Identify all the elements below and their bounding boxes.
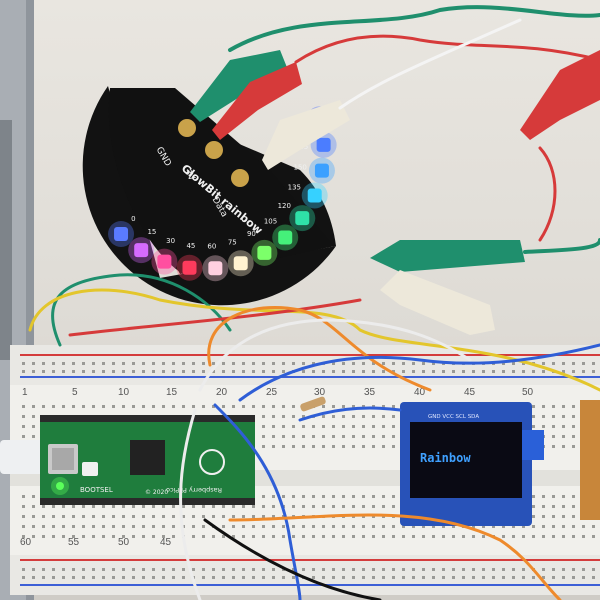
svg-text:55: 55 <box>68 537 80 548</box>
glowbit-leds <box>108 106 337 282</box>
oled-header-pins: GND VCC SCL SDA <box>428 414 479 420</box>
svg-text:5: 5 <box>72 387 78 398</box>
glowbit-led <box>307 188 322 203</box>
breadboard-top-numbers: 1 5 10 15 20 25 30 35 40 45 50 <box>22 387 534 398</box>
glowbit-angle-label: 45 <box>186 242 195 250</box>
usb-cable <box>0 440 48 474</box>
bootsel-button[interactable] <box>82 462 98 476</box>
glowbit-angle-label: 105 <box>264 218 277 226</box>
svg-text:10: 10 <box>118 387 130 398</box>
bootsel-label: BOOTSEL <box>80 486 113 494</box>
glowbit-led <box>257 245 272 260</box>
svg-text:20: 20 <box>216 387 228 398</box>
breadboard-bottom-numbers: 60 55 50 45 <box>20 537 172 548</box>
glowbit-led <box>278 230 293 245</box>
glowbit-board: GND 3V Data GlowBit rainbow 180165150135… <box>82 86 337 306</box>
svg-text:1: 1 <box>22 387 28 398</box>
glowbit-led <box>316 137 331 152</box>
wires <box>28 5 600 600</box>
glowbit-led <box>134 243 149 258</box>
glowbit-led <box>114 226 129 241</box>
glowbit-led <box>157 254 172 269</box>
svg-text:15: 15 <box>166 387 178 398</box>
svg-text:45: 45 <box>160 537 172 548</box>
pico-led <box>56 482 64 490</box>
oled-text: Rainbow <box>420 451 471 465</box>
glowbit-angle-label: 60 <box>207 243 216 251</box>
glowbit-led <box>295 211 310 226</box>
glowbit-angle-label: 135 <box>288 184 301 192</box>
glowbit-led <box>233 256 248 271</box>
raspberry-pi-pico: BOOTSEL Raspberry Pi Pico © 2020 <box>40 415 255 505</box>
svg-text:50: 50 <box>118 537 130 548</box>
glowbit-angle-label: 90 <box>247 230 256 238</box>
pico-year: © 2020 <box>145 489 168 496</box>
svg-text:60: 60 <box>20 537 32 548</box>
glowbit-angle-label: 15 <box>147 228 156 236</box>
glowbit-led <box>314 163 329 178</box>
svg-text:50: 50 <box>522 387 534 398</box>
svg-text:35: 35 <box>364 387 376 398</box>
svg-text:25: 25 <box>266 387 278 398</box>
glowbit-angle-label: 120 <box>278 202 291 210</box>
pico-brand: Raspberry Pi Pico <box>166 486 222 494</box>
svg-text:30: 30 <box>314 387 326 398</box>
glowbit-angle-label: 30 <box>166 237 175 245</box>
glowbit-led <box>208 261 223 276</box>
resistor <box>300 396 326 412</box>
glowbit-led <box>182 260 197 275</box>
glowbit-angle-label: 0 <box>131 215 135 223</box>
glowbit-angle-label: 150 <box>293 164 306 172</box>
rp2040-chip <box>130 440 165 475</box>
glowbit-angle-label: 75 <box>228 239 237 247</box>
svg-text:40: 40 <box>414 387 426 398</box>
raspberry-logo-icon <box>199 449 225 475</box>
right-module <box>580 400 600 520</box>
alligator-clips <box>190 50 600 335</box>
svg-text:45: 45 <box>464 387 476 398</box>
oled-display: Rainbow GND VCC SCL SDA <box>400 402 544 526</box>
